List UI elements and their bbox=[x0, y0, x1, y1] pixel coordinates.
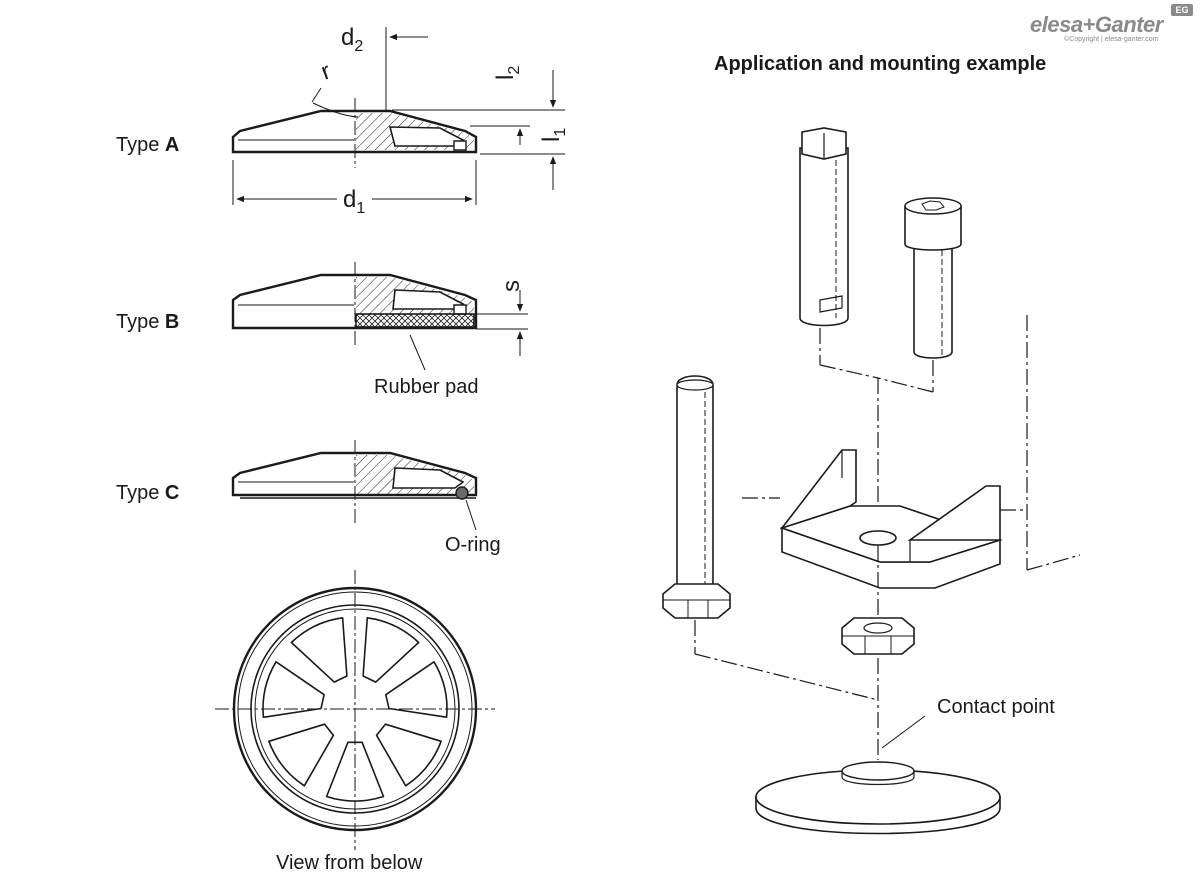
dimension-d1: d1 bbox=[343, 186, 366, 217]
dimension-d2: d2 bbox=[341, 24, 364, 55]
mounting-example bbox=[662, 127, 1081, 835]
brand-badge: EG bbox=[1171, 4, 1193, 16]
type-b-section bbox=[231, 262, 528, 371]
type-a-label: Type A bbox=[116, 134, 180, 156]
view-from-below-label: View from below bbox=[276, 852, 423, 874]
type-b-label: Type B bbox=[116, 311, 180, 333]
dimension-l1: l1 bbox=[538, 127, 569, 142]
type-a-section bbox=[231, 27, 565, 205]
view-from-below bbox=[215, 570, 495, 850]
rubber-pad-label: Rubber pad bbox=[374, 376, 479, 398]
rib-window bbox=[262, 661, 325, 719]
brand-copyright: ©Copyright | elesa-ganter.com bbox=[1064, 36, 1159, 43]
rib-window bbox=[375, 723, 442, 787]
dimension-l2: l2 bbox=[492, 65, 523, 80]
dimension-s: s bbox=[498, 280, 525, 292]
rib-window bbox=[268, 723, 335, 787]
type-c-label: Type C bbox=[116, 482, 180, 504]
o-ring-label: O-ring bbox=[445, 534, 501, 556]
contact-point-label: Contact point bbox=[937, 696, 1055, 718]
rib-window bbox=[362, 617, 420, 683]
rib-window bbox=[385, 661, 448, 718]
page-title: Application and mounting example bbox=[714, 53, 1047, 75]
type-c-section bbox=[231, 440, 478, 531]
rib-window bbox=[290, 617, 348, 683]
brand-logo: elesa+Ganter bbox=[1030, 12, 1163, 37]
